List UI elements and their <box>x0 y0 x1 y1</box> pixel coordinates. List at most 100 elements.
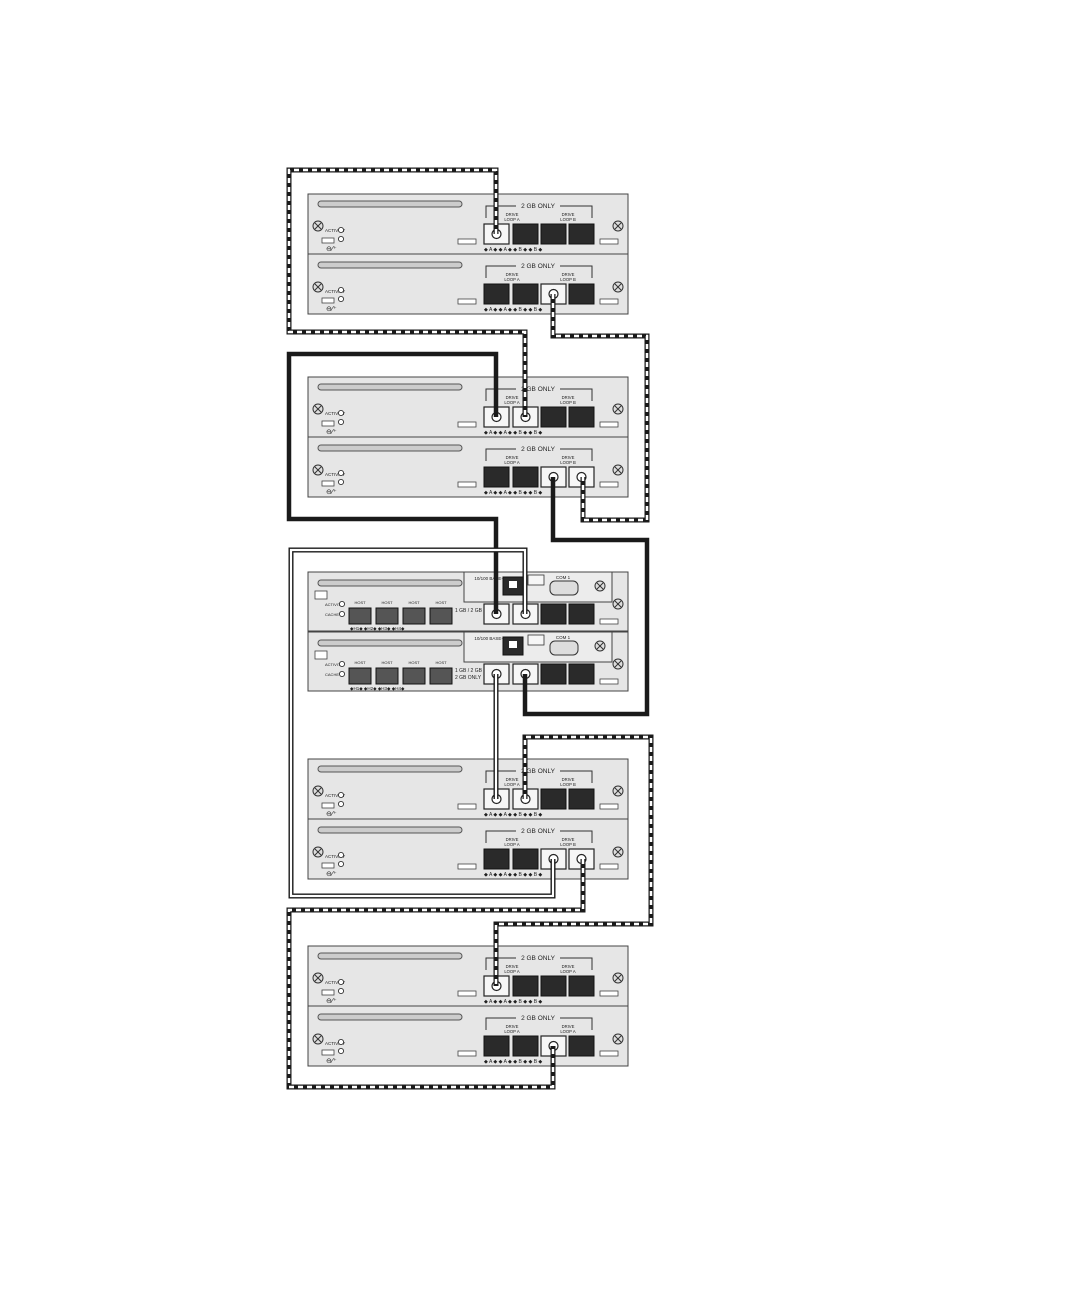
svg-text:HOST: HOST <box>354 600 366 605</box>
module-icon: ⊖⁄⁺ <box>326 246 337 253</box>
drive-module-top: ACTIVITY ⊖⁄⁺ 2 GB ONLY DRIVE LOOP A DRIV… <box>307 193 629 255</box>
activity-label: ACTIVITY <box>325 228 345 233</box>
svg-text:◆H1◆ ◆H2◆ ◆H3◆ ◆H4◆: ◆H1◆ ◆H2◆ ◆H3◆ ◆H4◆ <box>350 626 405 631</box>
svg-text:10/100 BASE-T: 10/100 BASE-T <box>474 636 506 641</box>
svg-text:DRIVE: DRIVE <box>562 455 575 460</box>
svg-text:HOST: HOST <box>408 600 420 605</box>
drive-tray-2: ACTIVITY ⊖⁄⁺ 2 GB ONLY DRIVE LOOP A DRIV… <box>307 376 629 498</box>
banner-2gb-only: 2 GB ONLY <box>521 203 556 210</box>
cable-solid-tray2-controller <box>286 351 499 614</box>
svg-text:⊖⁄⁺: ⊖⁄⁺ <box>326 871 337 878</box>
cable-solid-tray2-controller-b <box>522 477 650 717</box>
svg-text:LOOP A: LOOP A <box>560 1029 575 1034</box>
svg-text:DRIVE: DRIVE <box>506 272 519 277</box>
controller-enclosure: 10/100 BASE-T COM 1 ACTIVITY CACHE HOST … <box>307 571 629 692</box>
svg-text:ACTIVITY: ACTIVITY <box>325 411 345 416</box>
svg-text:HOST: HOST <box>381 660 393 665</box>
svg-text:DRIVE: DRIVE <box>562 272 575 277</box>
drive-tray-3: ACTIVITY ⊖⁄⁺ 2 GB ONLY DRIVE LOOP A DRIV… <box>307 758 629 880</box>
svg-text:⊖⁄⁺: ⊖⁄⁺ <box>326 811 337 818</box>
svg-text:LOOP B: LOOP B <box>560 782 576 787</box>
drive-tray-1: ACTIVITY ⊖⁄⁺ 2 GB ONLY DRIVE LOOP A DRIV… <box>307 193 629 315</box>
svg-text:HOST: HOST <box>408 660 420 665</box>
banner-2gb-only: 2 GB ONLY <box>521 955 556 962</box>
svg-text:LOOP B: LOOP B <box>560 217 576 222</box>
svg-text:LOOP B: LOOP B <box>560 277 576 282</box>
banner-2gb-only: 2 GB ONLY <box>521 263 556 270</box>
banner-2gb-only: 2 GB ONLY <box>521 386 556 393</box>
svg-text:ACTIVITY: ACTIVITY <box>325 854 345 859</box>
svg-text:⊖⁄⁺: ⊖⁄⁺ <box>326 306 337 313</box>
svg-text:DRIVE: DRIVE <box>562 777 575 782</box>
svg-text:⊖⁄⁺: ⊖⁄⁺ <box>326 1058 337 1065</box>
svg-text:DRIVE: DRIVE <box>506 1024 519 1029</box>
svg-text:◆H1◆ ◆H2◆ ◆H3◆ ◆H4◆: ◆H1◆ ◆H2◆ ◆H3◆ ◆H4◆ <box>350 686 405 691</box>
svg-text:⊖⁄⁺: ⊖⁄⁺ <box>326 998 337 1005</box>
controller-module-top: 10/100 BASE-T COM 1 ACTIVITY CACHE HOST … <box>307 571 629 632</box>
svg-text:LOOP A: LOOP A <box>560 969 575 974</box>
svg-text:HOST: HOST <box>435 660 447 665</box>
svg-text:⊖⁄⁺: ⊖⁄⁺ <box>326 489 337 496</box>
svg-text:ACTIVITY: ACTIVITY <box>325 980 345 985</box>
svg-text:COM 1: COM 1 <box>556 635 571 640</box>
svg-text:LOOP A: LOOP A <box>504 969 519 974</box>
com-label: COM 1 <box>556 575 571 580</box>
drive-module-bottom: ACTIVITY ⊖⁄⁺ 2 GB ONLY DRIVE LOOP A DRIV… <box>307 1005 629 1067</box>
svg-text:◆ A ◆ ◆ A ◆ ◆ B ◆ ◆ B ◆: ◆ A ◆ ◆ A ◆ ◆ B ◆ ◆ B ◆ <box>484 247 542 253</box>
svg-text:ACTIVITY: ACTIVITY <box>325 472 345 477</box>
loop-a-label: DRIVE <box>506 212 519 217</box>
svg-text:DRIVE: DRIVE <box>562 964 575 969</box>
svg-text:◆ A ◆ ◆ A ◆ ◆ B ◆ ◆ B ◆: ◆ A ◆ ◆ A ◆ ◆ B ◆ ◆ B ◆ <box>484 812 542 818</box>
svg-text:LOOP A: LOOP A <box>504 277 519 282</box>
svg-text:LOOP A: LOOP A <box>504 217 519 222</box>
drive-module-top: ACTIVITY ⊖⁄⁺ 2 GB ONLY DRIVE LOOP A DRIV… <box>307 376 629 438</box>
speed-label: 1 GB / 2 GB <box>455 608 483 614</box>
banner-2gb-only: 2 GB ONLY <box>521 446 556 453</box>
controller-module-bottom: 10/100 BASE-T COM 1 ACTIVITY CACHE HOST … <box>307 631 629 692</box>
svg-text:LOOP A: LOOP A <box>504 400 519 405</box>
svg-text:LOOP B: LOOP B <box>560 460 576 465</box>
svg-text:CACHE: CACHE <box>325 672 339 677</box>
svg-text:ACTIVITY: ACTIVITY <box>325 602 343 607</box>
svg-text:ACTIVITY: ACTIVITY <box>325 662 343 667</box>
drive-module-top: ACTIVITY ⊖⁄⁺ 2 GB ONLY DRIVE LOOP A DRIV… <box>307 945 629 1007</box>
svg-text:◆ A ◆ ◆ A ◆ ◆ B ◆ ◆ B ◆: ◆ A ◆ ◆ A ◆ ◆ B ◆ ◆ B ◆ <box>484 307 542 313</box>
svg-text:DRIVE: DRIVE <box>562 395 575 400</box>
svg-text:⊖⁄⁺: ⊖⁄⁺ <box>326 429 337 436</box>
drive-module-top: ACTIVITY ⊖⁄⁺ 2 GB ONLY DRIVE LOOP A DRIV… <box>307 758 629 820</box>
host-port-group: HOST HOST HOST HOST ◆H1◆ ◆H2◆ ◆H3◆ ◆H4◆ <box>348 660 453 691</box>
drive-tray-4: ACTIVITY ⊖⁄⁺ 2 GB ONLY DRIVE LOOP A DRIV… <box>307 945 629 1067</box>
svg-text:DRIVE: DRIVE <box>506 395 519 400</box>
svg-text:HOST: HOST <box>435 600 447 605</box>
svg-text:LOOP B: LOOP B <box>560 400 576 405</box>
banner-2gb-only: 2 GB ONLY <box>521 828 556 835</box>
svg-text:DRIVE: DRIVE <box>506 964 519 969</box>
svg-text:LOOP A: LOOP A <box>504 782 519 787</box>
svg-text:HOST: HOST <box>354 660 366 665</box>
svg-text:◆ A ◆ ◆ A ◆ ◆ B ◆ ◆ B ◆: ◆ A ◆ ◆ A ◆ ◆ B ◆ ◆ B ◆ <box>484 872 542 878</box>
svg-text:LOOP A: LOOP A <box>504 1029 519 1034</box>
svg-text:◆ A ◆ ◆ A ◆ ◆ B ◆ ◆ B ◆: ◆ A ◆ ◆ A ◆ ◆ B ◆ ◆ B ◆ <box>484 490 542 496</box>
svg-text:LOOP A: LOOP A <box>504 842 519 847</box>
svg-text:1 GB / 2 GB: 1 GB / 2 GB <box>455 668 483 674</box>
svg-text:◆ A ◆ ◆ A ◆ ◆ B ◆ ◆ B ◆: ◆ A ◆ ◆ A ◆ ◆ B ◆ ◆ B ◆ <box>484 999 542 1005</box>
cable-dashed-tray1-tray2 <box>286 167 528 417</box>
banner-2gb-only: 2 GB ONLY <box>521 1015 556 1022</box>
svg-text:◆ A ◆ ◆ A ◆ ◆ B ◆ ◆ B ◆: ◆ A ◆ ◆ A ◆ ◆ B ◆ ◆ B ◆ <box>484 1059 542 1065</box>
svg-text:◆ A ◆ ◆ A ◆ ◆ B ◆ ◆ B ◆: ◆ A ◆ ◆ A ◆ ◆ B ◆ ◆ B ◆ <box>484 430 542 436</box>
drive-module-bottom: ACTIVITY ⊖⁄⁺ 2 GB ONLY DRIVE LOOP A DRIV… <box>307 253 629 315</box>
svg-text:DRIVE: DRIVE <box>562 1024 575 1029</box>
svg-text:DRIVE: DRIVE <box>506 777 519 782</box>
svg-text:DRIVE: DRIVE <box>562 837 575 842</box>
svg-text:2 GB ONLY: 2 GB ONLY <box>455 675 482 681</box>
svg-text:DRIVE: DRIVE <box>506 455 519 460</box>
drive-module-bottom: ACTIVITY ⊖⁄⁺ 2 GB ONLY DRIVE LOOP A DRIV… <box>307 818 629 880</box>
svg-text:ACTIVITY: ACTIVITY <box>325 289 345 294</box>
svg-text:LOOP A: LOOP A <box>504 460 519 465</box>
cache-label: CACHE <box>325 612 339 617</box>
svg-text:LOOP B: LOOP B <box>560 842 576 847</box>
svg-text:ACTIVITY: ACTIVITY <box>325 1041 345 1046</box>
ethernet-label: 10/100 BASE-T <box>474 576 506 581</box>
cable-dashed-tray3-tray4-b <box>286 859 586 1090</box>
